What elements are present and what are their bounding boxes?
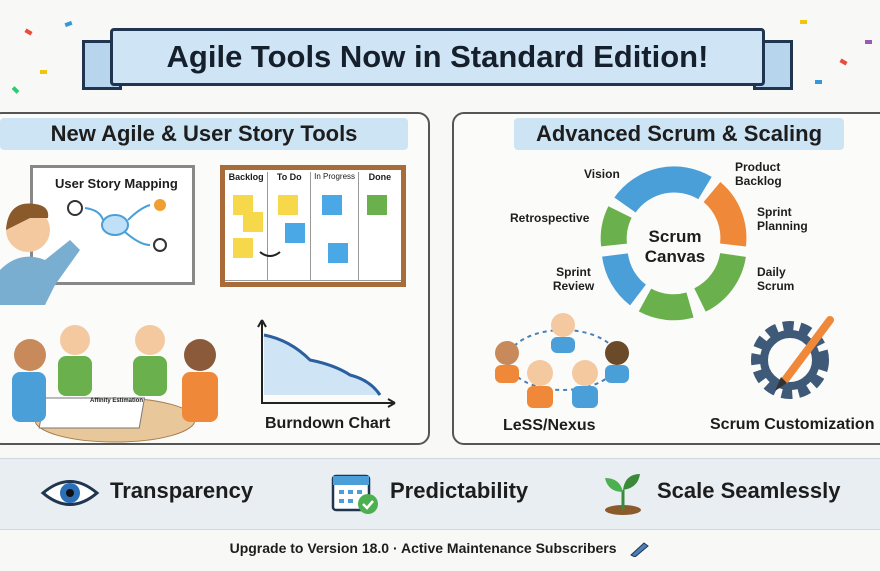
left-panel-title: New Agile & User Story Tools bbox=[0, 118, 408, 150]
kanban-columns: Backlog To Do In Progress Done bbox=[225, 172, 401, 281]
kanban-column: Done bbox=[368, 172, 392, 182]
confetti bbox=[865, 40, 872, 44]
sprout-icon bbox=[605, 474, 641, 515]
kanban-column: To Do bbox=[268, 172, 312, 280]
confetti bbox=[815, 80, 822, 84]
burndown-label: Burndown Chart bbox=[265, 415, 391, 432]
sticky-notes bbox=[233, 195, 387, 263]
less-nexus-label: LeSS/Nexus bbox=[503, 417, 596, 434]
cycle-step-product-backlog: Product Backlog bbox=[735, 160, 782, 188]
cycle-step-retrospective: Retrospective bbox=[510, 211, 590, 225]
cycle-center-line: Scrum bbox=[648, 227, 702, 246]
cycle-step-sprint-planning: Sprint Planning bbox=[757, 205, 808, 233]
confetti bbox=[40, 70, 47, 74]
cycle-center-line: Canvas bbox=[644, 247, 706, 266]
affinity-label: Affinity Estimation bbox=[90, 398, 144, 404]
cycle-step-vision: Vision bbox=[584, 167, 620, 181]
scrum-cycle-diagram bbox=[600, 166, 747, 321]
less-nexus-people-icon bbox=[495, 313, 629, 408]
confetti bbox=[800, 20, 807, 24]
confetti bbox=[24, 28, 33, 36]
benefit-scale-seamlessly: Scale Seamlessly bbox=[657, 478, 841, 503]
eye-icon bbox=[40, 480, 100, 506]
benefits-band bbox=[0, 458, 880, 530]
kanban-column: In Progress bbox=[311, 172, 359, 280]
kanban-board bbox=[220, 165, 406, 287]
gear-paintbrush-icon bbox=[751, 316, 834, 399]
upgrade-notice: Upgrade to Version 18.0 · Active Mainten… bbox=[229, 540, 617, 556]
whiteboard-title: User Story Mapping bbox=[55, 176, 178, 191]
right-panel-title: Advanced Scrum & Scaling bbox=[514, 118, 844, 150]
confetti bbox=[839, 58, 848, 66]
benefit-predictability: Predictability bbox=[390, 478, 529, 503]
scrum-customization-label: Scrum Customization bbox=[710, 416, 875, 433]
burndown-chart-icon bbox=[257, 319, 396, 408]
benefit-transparency: Transparency bbox=[110, 478, 254, 503]
pen-icon bbox=[630, 542, 650, 558]
confetti bbox=[11, 86, 20, 94]
banner-title: Agile Tools Now in Standard Edition! bbox=[110, 28, 765, 86]
confetti bbox=[64, 20, 73, 28]
story-map-illustration bbox=[0, 199, 167, 305]
cycle-step-sprint-review: Sprint Review bbox=[552, 265, 595, 293]
cycle-step-daily-scrum: Daily Scrum bbox=[757, 265, 795, 293]
calendar-check-icon bbox=[331, 474, 378, 514]
footer-text: Upgrade to Version 18.0 · Active Mainten… bbox=[0, 540, 880, 558]
team-illustration bbox=[12, 325, 218, 443]
kanban-column: Backlog bbox=[225, 172, 269, 280]
